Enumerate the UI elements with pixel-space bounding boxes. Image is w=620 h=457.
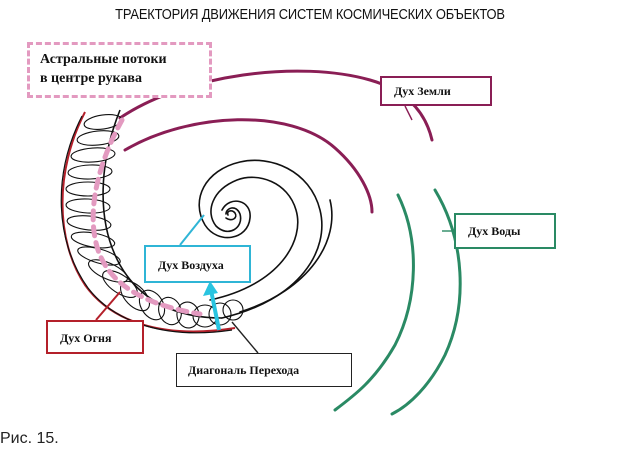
air-connector [179,214,205,246]
spiral-center-curl [225,210,237,221]
spiral-middle-line [239,199,333,313]
figure-caption: Рис. 15. [0,430,59,447]
earth-inner-arc [123,118,374,214]
diagonal-transition-label: Диагональ Перехода [176,353,352,387]
diagram-title: ТРАЕКТОРИЯ ДВИЖЕНИЯ СИСТЕМ КОСМИЧЕСКИХ О… [115,6,505,23]
air-spirit-label: Дух Воздуха [144,245,251,283]
astral-label-line2: в центре рукава [40,71,142,86]
diagonal-connector [231,321,259,354]
water-spirit-label: Дух Воды [454,213,556,249]
astral-streams-label: Астральные потоки в центре рукава [27,42,212,98]
earth-connector [404,105,413,121]
fire-tube-outer-dark [60,115,233,334]
earth-spirit-label: Дух Земли [380,76,492,106]
fire-spirit-label: Дух Огня [46,320,144,354]
water-outer-arc [390,188,462,416]
astral-label-line1: Астральные потоки [40,52,167,67]
spiral-inner-line [209,176,299,301]
diagonal-arrow [203,281,221,331]
water-inner-arc [333,193,415,412]
astral-stream [90,117,203,317]
spiral-outer-line [198,159,323,319]
water-arcs [333,188,462,416]
label-connectors [95,105,454,354]
fire-tube-outer-edge [61,111,236,333]
fire-connector [95,291,121,321]
spiral-core [198,159,333,319]
